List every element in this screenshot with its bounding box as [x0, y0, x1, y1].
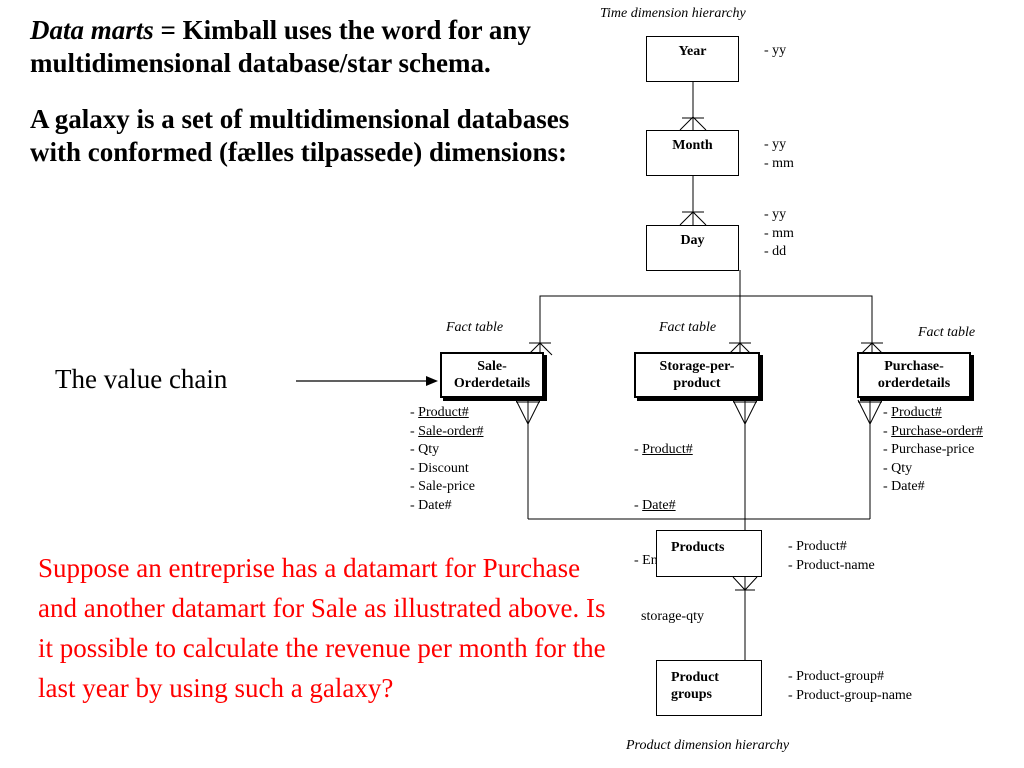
year-attributes: - yy [764, 42, 786, 61]
sale-attr: - Product# [410, 405, 469, 420]
purchase-attr: - Purchase-order# [883, 423, 983, 439]
products-attributes: - Product# - Product-name [788, 538, 875, 575]
sale-name-line2: Orderdetails [453, 376, 531, 391]
sale-name-line1: Sale- [477, 359, 507, 374]
sale-bottom-crowfoot [515, 399, 541, 426]
month-entity: Month [646, 130, 739, 176]
purchase-attr: - Product# [883, 405, 942, 420]
time-hierarchy-caption: Time dimension hierarchy [600, 6, 746, 21]
day-entity: Day [646, 225, 739, 271]
product-hierarchy-caption: Product dimension hierarchy [626, 738, 790, 753]
sale-orderdetails-fact: Sale- Orderdetails [440, 352, 544, 398]
sale-attr: - Discount [410, 460, 469, 476]
galaxy-definition: A galaxy is a set of multidimensional da… [30, 104, 570, 167]
day-attr: - yy [764, 207, 787, 222]
day-attr: - dd [764, 244, 787, 259]
sale-fact-label: Fact table [446, 320, 504, 335]
products-entity: Products [656, 530, 762, 577]
heading-block: Data marts = Kimball uses the word for a… [30, 14, 590, 192]
sale-attr: - Qty [410, 442, 440, 457]
question-text: Suppose an entreprise has a datamart for… [38, 553, 606, 703]
storage-name-line1: Storage-per- [659, 359, 735, 374]
purchase-attr: - Purchase-price [883, 442, 975, 457]
product-groups-attr: - Product-group# [788, 669, 885, 684]
year-entity: Year [646, 36, 739, 82]
product-groups-attr: - Product-group-name [788, 687, 913, 703]
data-marts-term: Data marts [30, 15, 154, 45]
storage-attr: - Product# [634, 442, 693, 457]
year-attr: - yy [764, 43, 787, 58]
day-attr: - mm [764, 225, 794, 241]
products-attr: - Product-name [788, 557, 875, 573]
purchase-bottom-crowfoot [857, 399, 883, 426]
month-attr: - mm [764, 155, 794, 171]
storage-fact-label: Fact table [659, 320, 717, 335]
purchase-attributes: - Product# - Purchase-order# - Purchase-… [883, 404, 983, 497]
sale-attr: - Date# [410, 497, 452, 513]
storage-bottom-crowfoot [732, 399, 758, 426]
purchase-orderdetails-fact: Purchase- orderdetails [857, 352, 971, 398]
sale-attr: - Sale-order# [410, 423, 484, 439]
product-groups-attributes: - Product-group# - Product-group-name [788, 668, 912, 705]
month-attr: - yy [764, 137, 787, 152]
sale-attr: - Sale-price [410, 479, 475, 494]
storage-attr: - Date# [634, 497, 676, 513]
purchase-name-line1: Purchase- [884, 359, 944, 374]
product-groups-line2: groups [671, 687, 712, 702]
products-attr: - Product# [788, 539, 847, 554]
product-groups-line1: Product [671, 670, 719, 685]
day-attributes: - yy - mm - dd [764, 206, 794, 262]
year-month-crowfoot [679, 116, 707, 131]
sale-attributes: - Product# - Sale-order# - Qty - Discoun… [410, 404, 483, 515]
purchase-attr: - Date# [883, 479, 925, 494]
product-groups-entity: Product groups [656, 660, 762, 716]
value-chain-label: The value chain [55, 364, 228, 394]
storage-per-product-fact: Storage-per- product [634, 352, 760, 398]
storage-attr: storage-qty [641, 608, 704, 624]
time-bus-line [539, 295, 873, 355]
storage-name-line2: product [673, 376, 721, 391]
purchase-attr: - Qty [883, 460, 913, 476]
data-marts-definition: Data marts = Kimball uses the word for a… [30, 14, 590, 80]
purchase-name-line2: orderdetails [877, 376, 951, 391]
arrow-head-icon [426, 376, 438, 386]
data-marts-text: = Kimball uses the word for any multidim… [30, 15, 531, 78]
month-attributes: - yy - mm [764, 136, 794, 173]
purchase-fact-label: Fact table [918, 325, 976, 340]
